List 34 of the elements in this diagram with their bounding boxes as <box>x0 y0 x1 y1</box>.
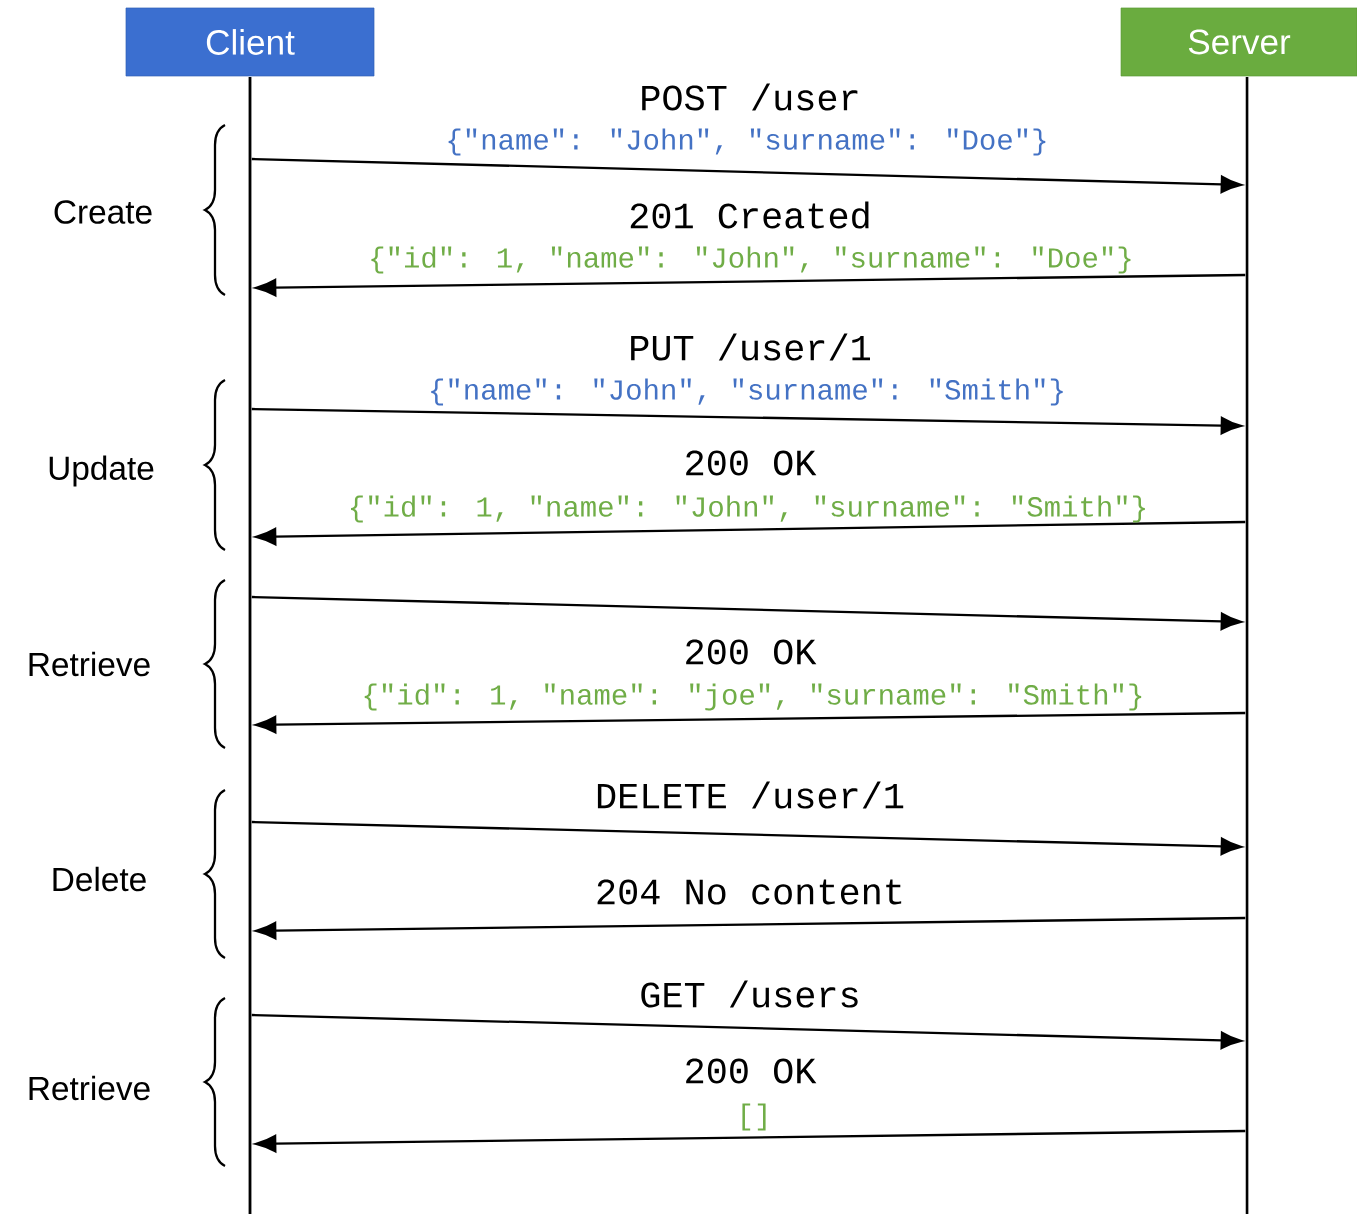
arrow <box>251 407 1242 435</box>
arrow <box>251 1013 1242 1050</box>
edge-label: PUT /user/1 <box>626 331 874 363</box>
arrow <box>251 595 1242 631</box>
lifeline <box>248 77 252 1214</box>
arrow <box>251 157 1242 194</box>
arrow <box>251 820 1242 856</box>
edge-label: 204 No content <box>593 877 907 907</box>
group-label: Retrieve <box>29 1075 150 1101</box>
edge-label: 200 OK <box>681 448 819 478</box>
lifeline <box>1245 77 1249 1214</box>
message-body: [] <box>742 1103 766 1131</box>
message-body: {"id": 1, "name": "joe", "surname": "Smith"} <box>364 683 1142 711</box>
message-body: {"id": 1, "name": "John", "surname": "Smith"} <box>351 495 1145 523</box>
arrow <box>255 711 1246 734</box>
arrow <box>255 916 1246 940</box>
group-label: Create <box>54 200 152 224</box>
arrow <box>255 520 1246 546</box>
client-header-box: Client <box>125 7 375 77</box>
server-header-box: Server <box>1120 7 1357 77</box>
message-body: {"name": "John", "surname": "Smith"} <box>431 378 1063 406</box>
arrow <box>255 1129 1246 1153</box>
group-label: Update <box>49 455 154 487</box>
message-body: {"name": "John", "surname": "Doe"} <box>448 128 1046 156</box>
edge-label: DELETE /user/1 <box>593 779 907 811</box>
message-body: {"id": 1, "name": "John", "surname": "Doe"} <box>371 246 1131 274</box>
edge-label: POST /user <box>637 81 863 113</box>
edge-label: 200 OK <box>681 1056 819 1086</box>
group-label: Delete <box>53 866 146 892</box>
group-label: Retrieve <box>29 651 150 677</box>
arrow <box>255 273 1246 297</box>
edge-label: 200 OK <box>681 637 819 667</box>
edge-label: GET /users <box>637 978 863 1010</box>
edge-label: 201 Created <box>626 199 874 231</box>
